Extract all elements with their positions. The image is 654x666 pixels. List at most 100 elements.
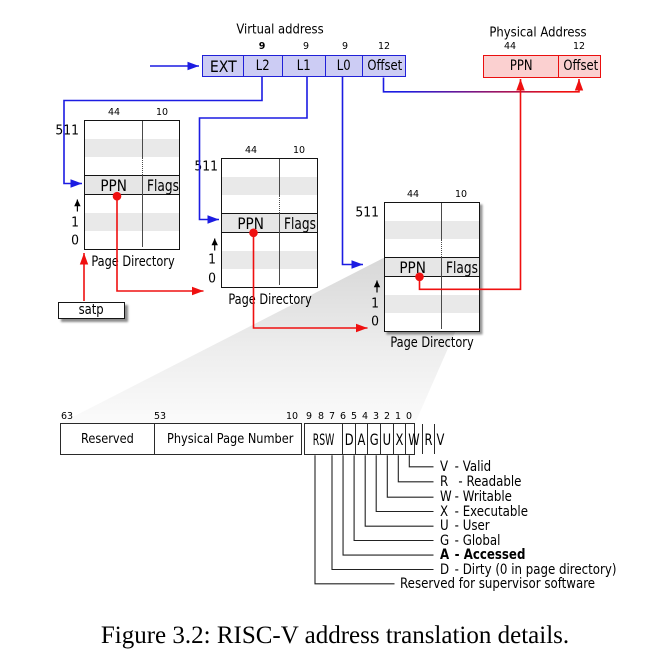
pte-flag-w: W <box>404 424 422 454</box>
pd2-flags-width-label: 10 <box>292 145 306 156</box>
legend-valid-desc: - Valid <box>454 458 491 475</box>
pd2-ppn-width-label: 44 <box>244 145 258 156</box>
pd1-row <box>85 231 179 249</box>
pte-flag-r: R <box>421 424 434 454</box>
pte-bit4-label: 4 <box>362 410 369 422</box>
pd1-flags-width-label: 10 <box>155 107 168 118</box>
pte-flag-d: D <box>341 424 355 454</box>
legend-valid: V - Valid <box>440 460 491 475</box>
pd2-row <box>222 177 317 195</box>
pte-bit10-label: 10 <box>285 410 298 422</box>
legend-accessed-letter: A <box>439 546 449 563</box>
arrow-l0-to-pd3 <box>341 77 363 269</box>
pte-flag-v-label: V <box>436 429 445 449</box>
pte-bit6-label: 6 <box>340 410 347 422</box>
pte-bit1-label: 1 <box>395 410 402 422</box>
pte-reserved-cell: Reserved <box>61 424 154 454</box>
legend-user: U - User <box>440 519 490 534</box>
pd3-caption: Page Directory <box>390 334 474 351</box>
page-directory-2: PPN Flags <box>221 158 318 288</box>
page-directory-3: PPN Flags <box>384 202 480 332</box>
pd2-row <box>222 269 317 287</box>
pte-ppn-label: Physical Page Number <box>167 431 294 447</box>
legend-dirty-letter: D <box>439 561 449 578</box>
legend-readable-letter: R <box>439 473 448 490</box>
pd2-pte-ppn-cell: PPN <box>222 214 279 232</box>
pd1-pte-row: PPN Flags <box>85 175 179 195</box>
pte-flag-g-label: G <box>369 429 379 449</box>
legend-line-rsw <box>314 455 395 585</box>
pd2-pte-flags-cell: Flags <box>279 214 321 232</box>
pd1-row <box>85 157 179 175</box>
va-field-offset-label: Offset <box>367 58 403 74</box>
virtual-address-box: EXT L2 L1 L0 Offset <box>202 55 406 77</box>
pd1-row <box>85 195 179 213</box>
pte-flag-a-label: A <box>357 429 366 449</box>
va-field-l2-label: L2 <box>256 58 270 74</box>
pd2-index-511: 511 <box>193 159 218 175</box>
pd3-column-divider-dotted <box>440 239 442 258</box>
legend-dirty: D - Dirty (0 in page directory) <box>440 562 616 577</box>
pa-ppn-bits-label: 44 <box>503 40 517 52</box>
legend-reserved-software-desc: Reserved for supervisor software <box>400 575 596 592</box>
pte-flag-bits-box: RSW D A G U X W R V <box>303 423 444 455</box>
pte-ppn-cell: Physical Page Number <box>154 424 305 454</box>
pd1-row <box>85 139 179 157</box>
va-field-l1: L1 <box>282 56 325 76</box>
pd1-ppn-width-label: 44 <box>107 107 120 118</box>
satp-label: satp <box>78 302 105 319</box>
pte-flag-rsw-label: RSW <box>312 429 334 449</box>
pd2-column-divider-dotted <box>278 195 280 214</box>
pte-bit8-label: 8 <box>317 410 324 422</box>
pd1-row <box>85 213 179 231</box>
legend-accessed: A - Accessed <box>440 548 525 563</box>
virtual-address-title: Virtual address <box>236 20 324 37</box>
pte-bit2-label: 2 <box>384 410 391 422</box>
pd3-pte-ppn-label: PPN <box>399 257 427 277</box>
va-field-l0: L0 <box>325 56 362 76</box>
pa-field-ppn-label: PPN <box>509 58 533 75</box>
legend-line-u <box>364 455 434 527</box>
pd3-index-511: 511 <box>355 205 379 220</box>
va-offset-bits-label: 12 <box>377 40 390 52</box>
pd1-pte-ppn-cell: PPN <box>85 176 142 194</box>
pte-flag-a: A <box>354 424 367 454</box>
pd2-column-divider <box>278 159 280 196</box>
pte-flag-x-label: X <box>395 429 404 449</box>
legend-line-a <box>342 455 434 556</box>
pd3-row <box>385 203 479 221</box>
pa-field-offset-label: Offset <box>562 58 598 75</box>
pd1-index-1: 1 <box>70 215 79 230</box>
pd2-row <box>222 251 317 269</box>
legend-writable-letter: W <box>439 488 452 505</box>
pd3-row <box>385 239 479 257</box>
pd1-column-divider-dotted <box>141 157 143 176</box>
pd3-column-divider <box>440 203 442 240</box>
pte-bit0-label: 0 <box>406 410 413 422</box>
va-field-l2: L2 <box>243 56 282 76</box>
pd3-flags-width-label: 10 <box>454 189 467 200</box>
legend-valid-letter: V <box>439 458 448 475</box>
legend-line-w <box>386 455 434 498</box>
pte-main-fields-box: Reserved Physical Page Number <box>60 423 302 455</box>
pd1-index-0: 0 <box>70 233 79 248</box>
pte-flag-u: U <box>380 424 393 454</box>
pd3-index-0: 0 <box>370 314 379 329</box>
pd1-row <box>85 121 179 139</box>
pd1-pte-flags-cell: Flags <box>142 176 184 194</box>
pd1-pte-ppn-label: PPN <box>100 175 127 195</box>
pa-field-offset: Offset <box>557 56 603 77</box>
legend-line-d <box>331 455 434 571</box>
va-field-offset: Offset <box>362 56 407 76</box>
pte-flag-x: X <box>393 424 405 454</box>
legend-line-v <box>408 455 434 468</box>
pte-flag-u-label: U <box>382 429 392 449</box>
pd2-pte-row: PPN Flags <box>222 213 317 233</box>
pte-bit7-label: 7 <box>328 410 336 422</box>
pa-offset-bits-label: 12 <box>572 40 586 52</box>
legend-line-g <box>353 455 434 542</box>
pte-bit9-label: 9 <box>306 410 313 422</box>
pte-flag-v: V <box>433 424 446 454</box>
legend-writable-desc: - Writable <box>454 488 512 505</box>
pd3-column-divider <box>440 257 442 330</box>
